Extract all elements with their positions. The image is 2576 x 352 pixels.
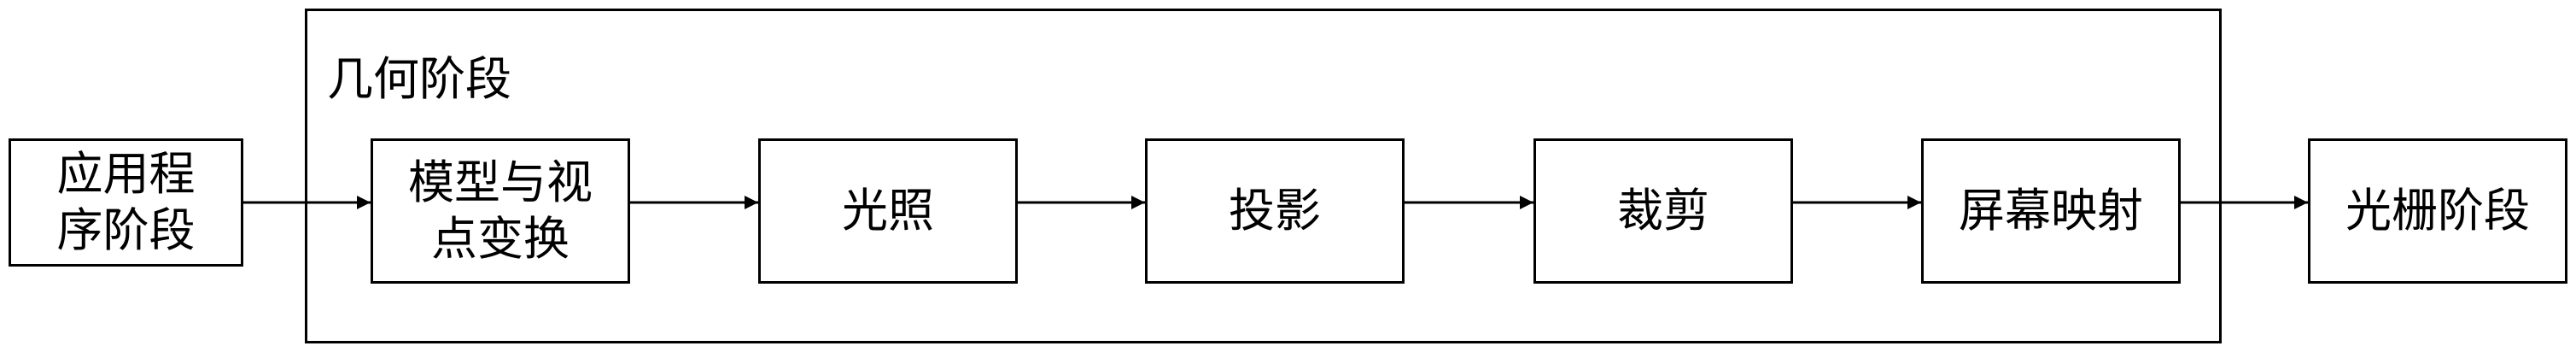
node-label: 投影 — [1229, 184, 1321, 238]
node-model-view-transform: 模型与视 点变换 — [371, 138, 630, 284]
node-label: 应用程 序阶段 — [56, 147, 196, 257]
node-clipping: 裁剪 — [1533, 138, 1793, 284]
node-label: 模型与视 点变换 — [408, 155, 593, 266]
node-screen-mapping: 屏幕映射 — [1921, 138, 2181, 284]
node-lighting: 光照 — [758, 138, 1018, 284]
geometry-stage-group-frame — [305, 9, 2222, 343]
node-label: 光照 — [842, 184, 934, 238]
node-label: 光栅阶段 — [2345, 184, 2530, 238]
node-label: 屏幕映射 — [1959, 184, 2143, 238]
geometry-stage-title: 几何阶段 — [327, 52, 511, 106]
node-label: 裁剪 — [1617, 184, 1709, 238]
node-rasterization-stage: 光栅阶段 — [2308, 138, 2567, 284]
node-projection: 投影 — [1145, 138, 1405, 284]
node-application-stage: 应用程 序阶段 — [9, 138, 243, 267]
